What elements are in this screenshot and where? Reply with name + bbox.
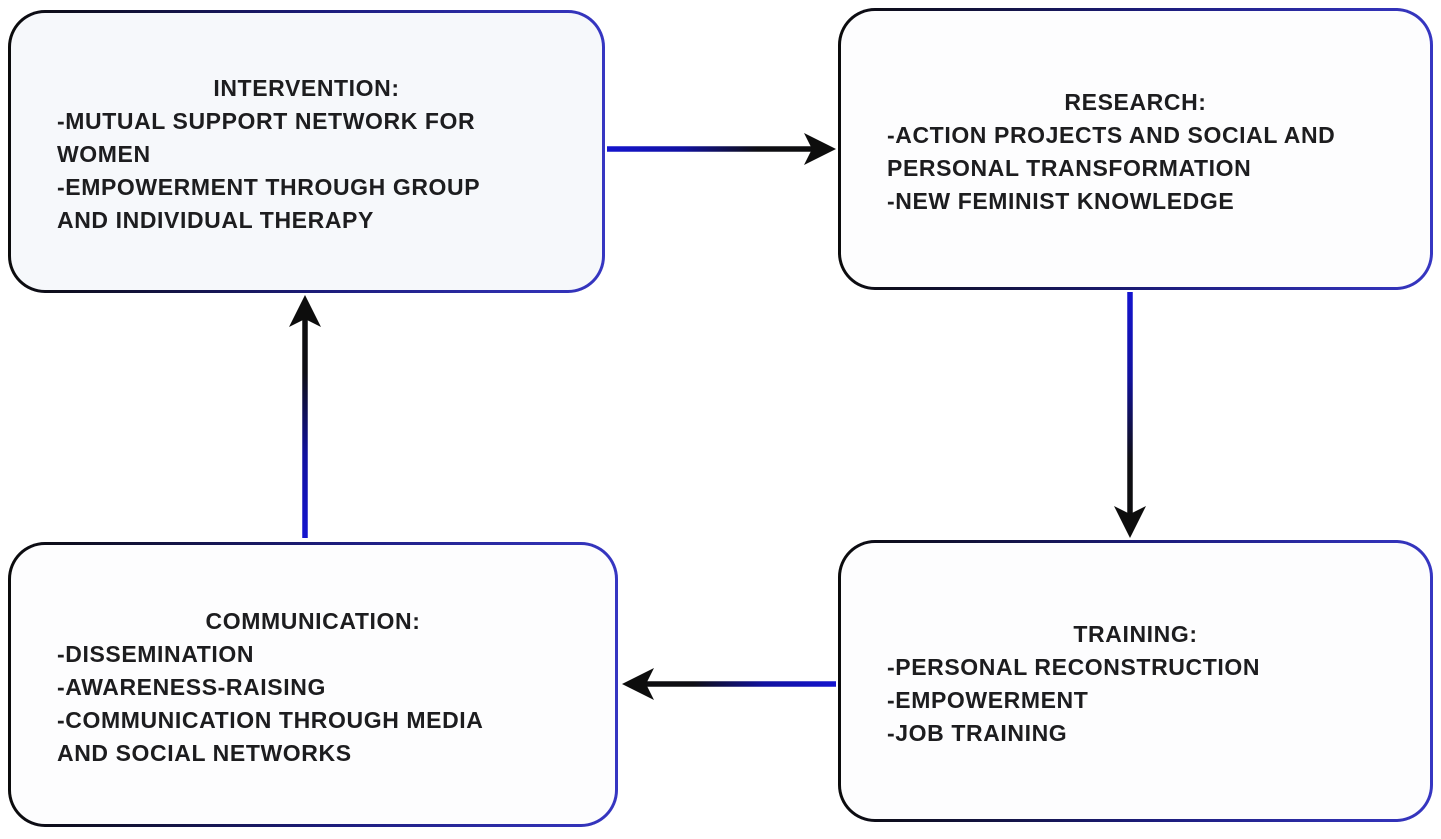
box-item: -PERSONAL RECONSTRUCTION [887,654,1261,680]
box-title: TRAINING: [1073,621,1198,647]
box-item: -COMMUNICATION THROUGH MEDIA AND SOCIAL … [57,707,484,766]
box-item: -EMPOWERMENT [887,687,1089,713]
box-item: -DISSEMINATION [57,641,255,667]
box-training: TRAINING: -PERSONAL RECONSTRUCTION -EMPO… [838,540,1433,822]
box-item: -EMPOWERMENT THROUGH GROUP AND INDIVIDUA… [57,174,481,233]
box-item: -JOB TRAINING [887,720,1068,746]
arrow-communication-to-intervention [289,295,321,538]
arrow-research-to-training [1114,292,1146,538]
box-item: -ACTION PROJECTS AND SOCIAL AND PERSONAL… [887,122,1336,181]
box-item: -AWARENESS-RAISING [57,674,326,700]
box-title: RESEARCH: [1064,89,1207,115]
box-research: RESEARCH: -ACTION PROJECTS AND SOCIAL AN… [838,8,1433,290]
box-title: COMMUNICATION: [205,608,421,634]
box-intervention: INTERVENTION: -MUTUAL SUPPORT NETWORK FO… [8,10,605,293]
box-item: -NEW FEMINIST KNOWLEDGE [887,188,1235,214]
box-item: -MUTUAL SUPPORT NETWORK FOR WOMEN [57,108,476,167]
arrow-intervention-to-research [607,133,836,165]
box-communication: COMMUNICATION: -DISSEMINATION -AWARENESS… [8,542,618,827]
box-title: INTERVENTION: [213,75,400,101]
arrow-training-to-communication [622,668,836,700]
